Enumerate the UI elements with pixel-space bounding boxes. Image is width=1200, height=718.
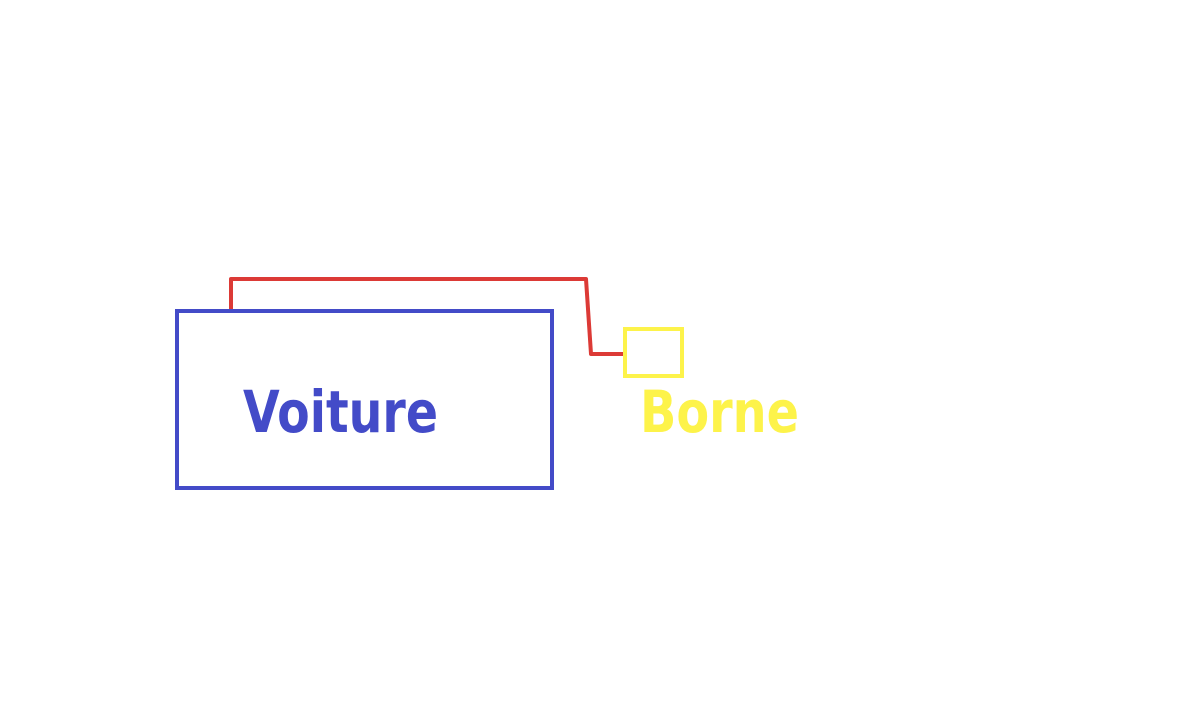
car-label: Voiture — [243, 378, 438, 446]
car-box — [175, 309, 554, 490]
charging-cable — [229, 277, 626, 356]
charger-label: Borne — [640, 378, 799, 446]
charger-box — [623, 327, 684, 378]
